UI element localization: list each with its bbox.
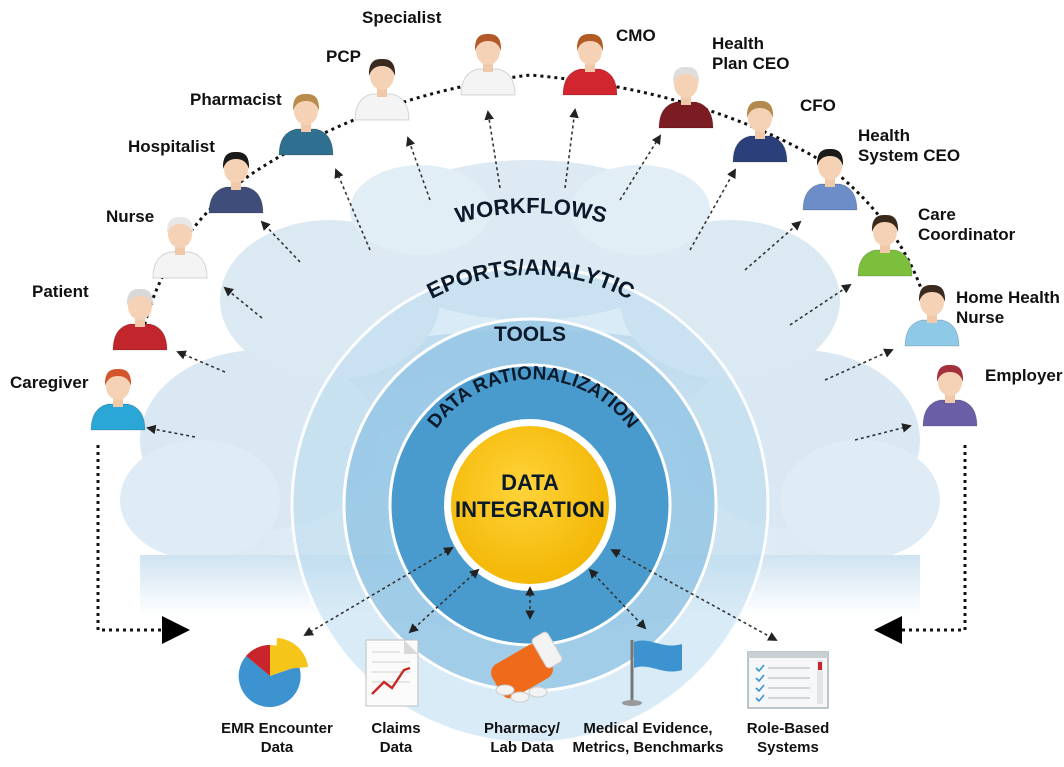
role-label-nurse: Nurse: [106, 207, 155, 226]
source-label-line: Medical Evidence,: [583, 720, 713, 737]
avatar-pharmacist: [278, 93, 334, 156]
avatar-cmo: [562, 33, 618, 96]
role-label-hospitalist: Hospitalist: [128, 137, 215, 156]
role-label-line: Health: [858, 126, 910, 145]
avatar-home-health-nurse: [904, 284, 960, 347]
source-label-pharmacy: Pharmacy/Lab Data: [484, 719, 560, 757]
source-label-line: Role-Based: [746, 720, 830, 737]
source-arrows: [303, 547, 778, 641]
pie-chart-icon: [238, 638, 308, 708]
role-label-cfo: CFO: [800, 96, 836, 115]
avatar-health-system-ceo: [802, 148, 858, 211]
avatar-health-plan-ceo: [658, 66, 714, 129]
pill-bottle-icon: [491, 631, 563, 703]
role-label-pcp: PCP: [326, 47, 361, 66]
avatar-hospitalist: [208, 151, 264, 214]
role-label-line: Home Health: [956, 288, 1060, 307]
tools-label: TOOLS: [494, 323, 566, 346]
source-label-line: Systems: [757, 739, 819, 756]
source-label-evidence: Medical Evidence, Metrics, Benchmarks: [573, 719, 724, 757]
avatar-pcp: [354, 58, 410, 121]
feedback-loops: [96, 445, 967, 632]
source-label-line: EMR Encounter: [221, 720, 333, 737]
avatar-specialist: [460, 33, 516, 96]
feedback-arrow-right: [874, 616, 902, 644]
feedback-arrow-left: [162, 616, 190, 644]
role-label-line: Plan CEO: [712, 54, 790, 73]
core-label-line1: DATA: [501, 470, 559, 495]
role-label-cmo: CMO: [616, 26, 656, 45]
roles: [90, 33, 978, 431]
avatar-cfo: [732, 100, 788, 163]
source-icons: [238, 631, 829, 709]
source-label-line: Claims: [371, 720, 421, 737]
role-label-line: Nurse: [956, 308, 1005, 327]
avatar-caregiver: [90, 368, 146, 431]
core-label-line2: INTEGRATION: [455, 497, 605, 522]
role-label-specialist: Specialist: [362, 8, 442, 27]
avatar-patient: [112, 288, 168, 351]
source-label-line: Data: [379, 739, 413, 756]
role-label-line: Coordinator: [918, 225, 1016, 244]
source-label-line: Data: [260, 739, 294, 756]
avatar-employer: [922, 364, 978, 427]
role-label-line: Care: [918, 205, 956, 224]
flag-icon: [622, 640, 682, 706]
role-arrows: [146, 108, 912, 441]
role-label-patient: Patient: [32, 282, 89, 301]
role-label-line: System CEO: [858, 146, 961, 165]
role-label-caregiver: Caregiver: [10, 373, 89, 392]
source-label-line: Metrics, Benchmarks: [572, 739, 724, 756]
avatar-nurse: [152, 216, 208, 279]
role-label-line: Health: [712, 34, 764, 53]
avatar-care-coordinator: [857, 214, 913, 277]
checklist-window-icon: [747, 651, 829, 709]
document-chart-icon: [365, 639, 419, 707]
source-label-line: Lab Data: [490, 739, 554, 756]
role-label-employer: Employer: [985, 366, 1063, 385]
role-label-pharmacist: Pharmacist: [190, 90, 282, 109]
data-integration-core: [451, 426, 609, 584]
source-label-line: Pharmacy/: [484, 720, 560, 737]
